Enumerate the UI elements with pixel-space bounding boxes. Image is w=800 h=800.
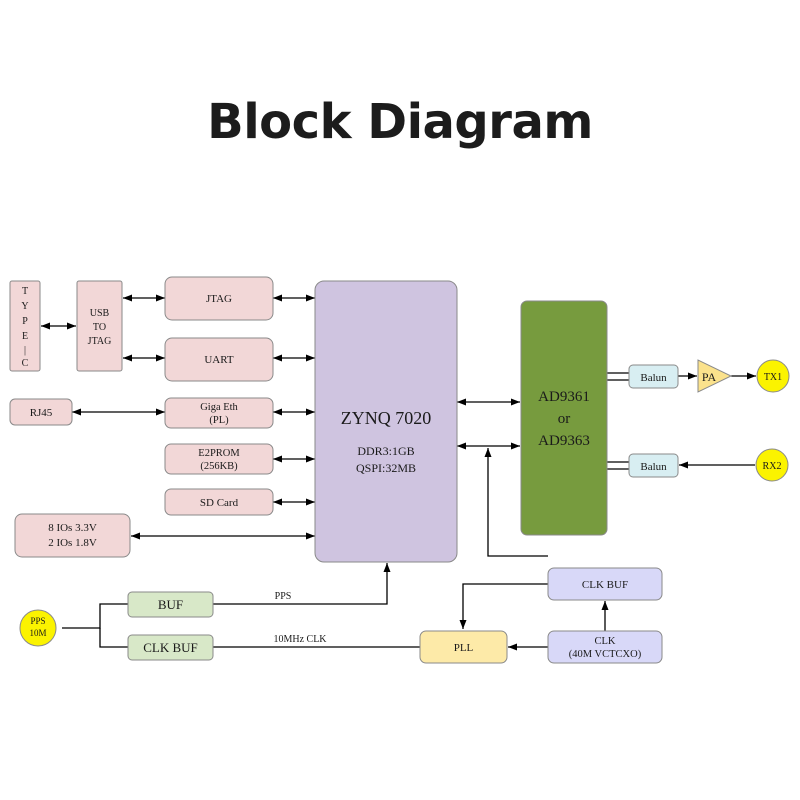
svg-text:C: C xyxy=(22,358,29,369)
signal-label-10mhz: 10MHz CLK xyxy=(273,634,327,645)
clk-buf-right-block xyxy=(547,567,663,601)
rx2-port xyxy=(755,448,789,482)
e2prom-block xyxy=(164,443,274,475)
balun-rx-label: Balun xyxy=(640,461,667,473)
jtag-label: JTAG xyxy=(206,293,232,305)
ad936x-label-1: AD9361 xyxy=(538,389,590,405)
zynq-title: ZYNQ 7020 xyxy=(341,408,432,428)
usb-to-jtag-label-1: USB xyxy=(90,308,110,319)
clk-buf-right-label: CLK BUF xyxy=(582,579,628,591)
clk-osc-block xyxy=(547,630,663,664)
clk-buf-left-block xyxy=(127,634,214,661)
balun-tx-label: Balun xyxy=(640,372,667,384)
giga-eth-block xyxy=(164,397,274,429)
ad936x-label-2: or xyxy=(558,411,571,427)
rx2-label: RX2 xyxy=(763,461,782,472)
pll-block xyxy=(419,630,508,664)
rj45-label: RJ45 xyxy=(30,407,53,419)
pll-label: PLL xyxy=(454,642,474,654)
zynq-ddr: DDR3:1GB xyxy=(357,444,414,458)
clk-osc-label-1: CLK xyxy=(595,636,616,647)
ad936x-block xyxy=(520,300,608,536)
svg-text:|: | xyxy=(24,345,26,356)
sd-card-label: SD Card xyxy=(200,497,239,509)
giga-eth-label-2: (PL) xyxy=(209,415,229,426)
ad936x-label-3: AD9363 xyxy=(538,433,590,449)
ios-label-1: 8 IOs 3.3V xyxy=(48,522,97,534)
rj45-block xyxy=(9,398,73,426)
ios-label-2: 2 IOs 1.8V xyxy=(48,537,97,549)
page-title: Block Diagram xyxy=(207,94,593,150)
svg-text:T: T xyxy=(22,286,28,297)
wire-clkbuf-ad936x xyxy=(484,448,548,557)
usb-to-jtag-label-3: JTAG xyxy=(88,336,112,347)
wire-buf-zynq xyxy=(213,563,391,605)
type-c-block xyxy=(9,280,41,372)
signal-label-pps: PPS xyxy=(275,591,292,602)
pps-label-2: 10M xyxy=(29,628,46,638)
wire-pps-split xyxy=(62,603,128,629)
type-c-label: T Y P E | C xyxy=(21,286,28,369)
ios-block xyxy=(14,513,131,558)
svg-text:Y: Y xyxy=(21,301,28,312)
giga-eth-label-1: Giga Eth xyxy=(200,402,238,413)
e2prom-label-1: E2PROM xyxy=(198,448,240,459)
usb-to-jtag-block xyxy=(76,280,123,372)
clk-osc-label-2: (40M VCTCXO) xyxy=(569,649,642,660)
balun-rx-block xyxy=(628,453,679,478)
jtag-block xyxy=(164,276,274,321)
pa-label: PA xyxy=(702,370,717,384)
pps-10m-port xyxy=(19,609,57,647)
sd-card-block xyxy=(164,488,274,516)
tx1-label: TX1 xyxy=(764,372,782,383)
zynq-7020-block xyxy=(314,280,458,563)
balun-tx-block xyxy=(628,364,679,389)
svg-text:E: E xyxy=(22,331,28,342)
wire-pps-split-2 xyxy=(99,628,128,648)
pps-label-1: PPS xyxy=(30,616,45,626)
e2prom-label-2: (256KB) xyxy=(200,461,238,472)
zynq-qspi: QSPI:32MB xyxy=(356,461,416,475)
usb-to-jtag-label-2: TO xyxy=(93,322,106,333)
clk-buf-left-label: CLK BUF xyxy=(143,640,198,655)
wire-clkbuf-pll-feed xyxy=(459,583,548,629)
uart-block xyxy=(164,337,274,382)
svg-text:P: P xyxy=(22,316,28,327)
wires xyxy=(41,294,756,651)
uart-label: UART xyxy=(204,354,234,366)
tx1-port xyxy=(756,359,790,393)
pa-amplifier xyxy=(697,359,733,393)
buf-block xyxy=(127,591,214,618)
buf-label: BUF xyxy=(158,597,183,612)
